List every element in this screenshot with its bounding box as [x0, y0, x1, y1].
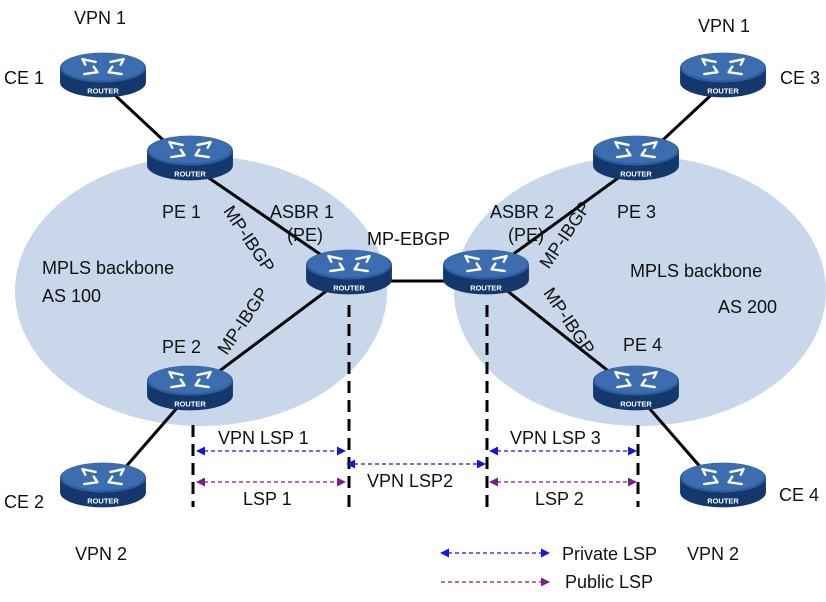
router-ce3-icon [678, 51, 768, 99]
legend-public-label: Public LSP [565, 572, 654, 592]
lsp1-label: LSP 1 [243, 489, 292, 509]
asbr2-role-label: (PE) [508, 225, 544, 245]
pe4-label: PE 4 [623, 335, 663, 355]
router-pe4-icon [591, 364, 681, 412]
as200-number-label: AS 200 [718, 297, 778, 317]
asbr2-label: ASBR 2 [490, 202, 555, 222]
vpn-lsp3-label: VPN LSP 3 [510, 428, 601, 448]
asbr1-role-label: (PE) [287, 225, 323, 245]
router-pe1-icon [145, 134, 235, 182]
as200-name-label: MPLS backbone [630, 261, 763, 281]
lsp2-label: LSP 2 [535, 489, 584, 509]
router-asbr1-icon [304, 248, 394, 296]
vpn-lsp1-label: VPN LSP 1 [218, 428, 309, 448]
ce3-label: CE 3 [780, 68, 821, 88]
router-ce1-icon [58, 51, 148, 99]
pe2-label: PE 2 [162, 337, 202, 357]
vpn2-right-label: VPN 2 [687, 544, 740, 564]
ce1-label: CE 1 [4, 68, 45, 88]
vpn2-left-label: VPN 2 [75, 544, 128, 564]
vpn-lsp2-label: VPN LSP2 [367, 471, 454, 491]
router-pe3-icon [591, 134, 681, 182]
vpn1-left-label: VPN 1 [74, 8, 127, 28]
vpn1-right-label: VPN 1 [698, 16, 751, 36]
router-asbr2-icon [441, 248, 531, 296]
ce4-label: CE 4 [779, 485, 820, 505]
asbr1-label: ASBR 1 [270, 202, 335, 222]
pe3-label: PE 3 [617, 202, 657, 222]
router-ce4-icon [678, 461, 768, 509]
mp-ebgp-label: MP-EBGP [367, 229, 451, 249]
as200-cloud [454, 156, 826, 426]
router-pe2-icon [145, 364, 235, 412]
ce2-label: CE 2 [4, 492, 45, 512]
as100-cloud [15, 156, 387, 426]
legend-private-label: Private LSP [562, 544, 658, 564]
pe1-label: PE 1 [162, 202, 202, 222]
as100-number-label: AS 100 [42, 286, 102, 306]
router-ce2-icon [58, 461, 148, 509]
as100-name-label: MPLS backbone [42, 258, 175, 278]
